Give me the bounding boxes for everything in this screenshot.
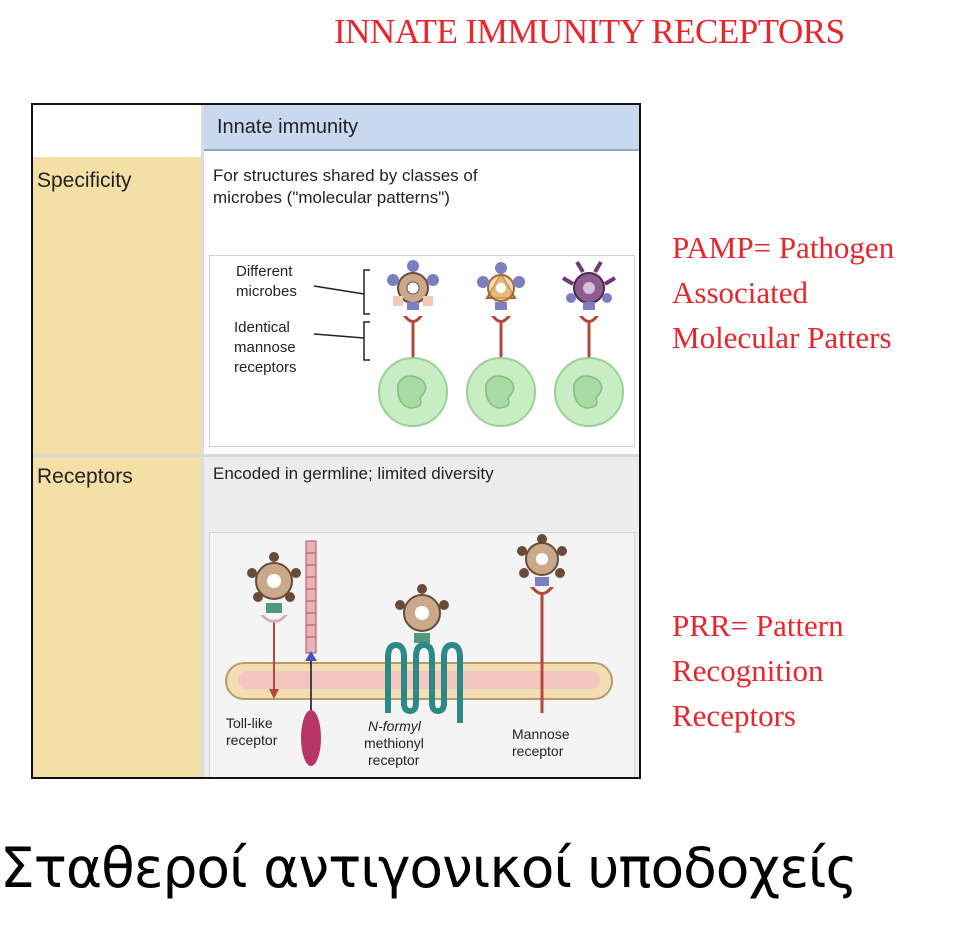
prr-line-2: Recognition [672,653,824,688]
specificity-text-line1: For structures shared by classes of [213,166,478,185]
label-nformyl-1: N-formyl [368,718,422,734]
pamp-line-2: Associated [672,275,809,310]
microbe-cell-group-2 [466,262,536,427]
receptors-diagram: Toll-like receptor N-formyl methionyl re… [209,532,635,777]
mannose-receptor-illustration [517,534,567,713]
label-nformyl-2: methionyl [364,735,424,751]
label-nformyl-3: receptor [368,752,420,768]
label-identical-3: receptors [234,359,297,376]
specificity-cell: For structures shared by classes of micr… [204,157,639,454]
tlr-chain-illustration [301,540,321,766]
footer-caption: Σταθεροί αντιγονικοί υποδοχείς [0,836,858,900]
specificity-diagram: Different microbes Identical mannose rec… [209,255,635,447]
n-formyl-receptor-illustration [385,584,463,723]
corner-cell [33,105,203,157]
prr-note: PRR= Pattern Recognition Receptors [672,603,844,738]
toll-like-receptor-illustration [247,552,301,699]
row-label-specificity: Specificity [37,169,132,192]
pamp-line-1: PAMP= Pathogen [672,230,895,265]
row-label-receptors: Receptors [37,465,133,488]
column-header: Innate immunity [217,116,359,138]
column-header-cell: Innate immunity [204,105,639,151]
label-mannose-1: Mannose [512,726,570,742]
label-toll-2: receptor [226,732,278,748]
receptors-text-line1: Encoded in germline; limited diversity [213,464,494,483]
label-column [33,157,203,777]
label-different-2: microbes [236,283,297,300]
prr-line-3: Receptors [672,698,796,733]
receptor-types-illustration: Toll-like receptor N-formyl methionyl re… [225,534,613,768]
label-identical-2: mannose [234,339,296,356]
microbe-cell-group-1 [378,260,448,427]
microbes-receptors-illustration: Different microbes Identical mannose rec… [234,260,624,427]
label-identical-1: Identical [234,319,290,336]
pamp-line-3: Molecular Patters [672,320,892,355]
prr-line-1: PRR= Pattern [672,608,844,643]
specificity-text-line2: microbes ("molecular patterns") [213,188,450,207]
pamp-note: PAMP= Pathogen Associated Molecular Patt… [672,225,894,360]
row-divider [33,454,639,457]
label-mannose-2: receptor [512,743,564,759]
comparison-figure: Innate immunity Specificity For structur… [31,103,641,779]
column-divider [201,105,204,777]
page-title: INNATE IMMUNITY RECEPTORS [334,12,845,51]
label-different-1: Different [236,263,293,280]
microbe-cell-group-3 [554,260,624,427]
label-toll-1: Toll-like [226,715,273,731]
receptors-cell: Encoded in germline; limited diversity [204,457,639,777]
